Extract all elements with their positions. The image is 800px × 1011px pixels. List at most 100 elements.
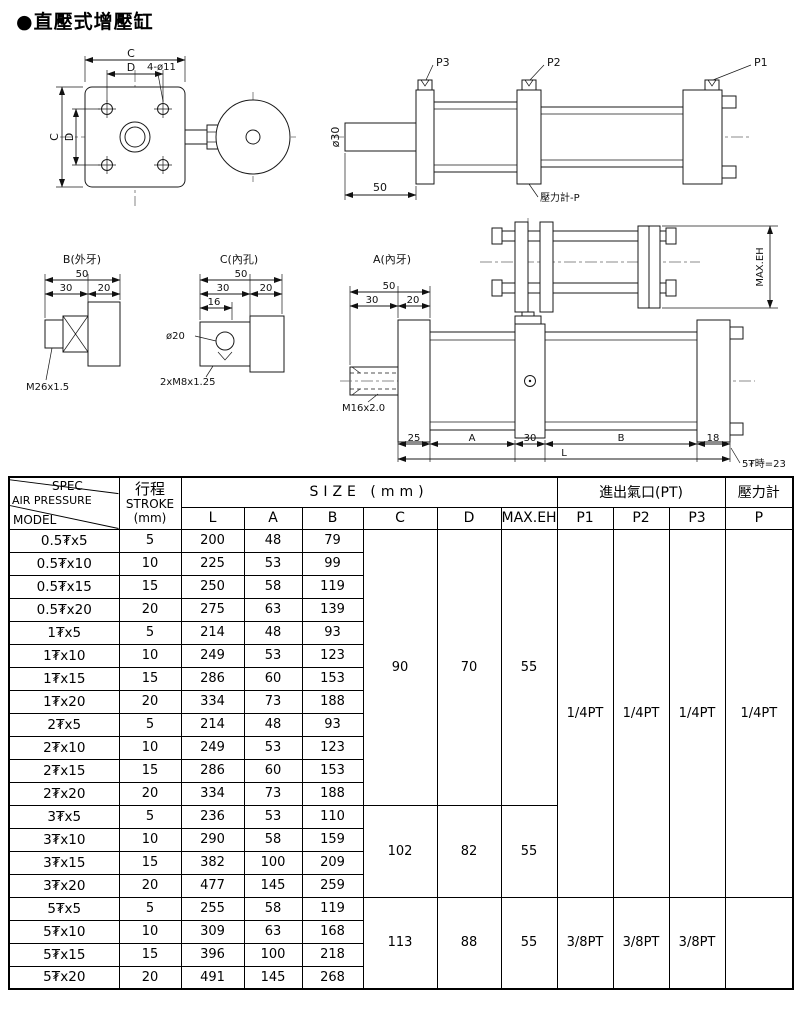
model-cell: 5₮x20: [8, 965, 120, 990]
a-cell: 63: [243, 597, 303, 622]
detail-b-thread-label: M26x1.5: [26, 382, 69, 393]
a-cell: 53: [243, 643, 303, 668]
l-cell: 286: [180, 758, 245, 783]
a-cell: 63: [243, 919, 303, 944]
dim-c-left: C: [48, 133, 61, 141]
l-cell: 275: [180, 597, 245, 622]
a-cell: 53: [243, 735, 303, 760]
l-cell: 214: [180, 620, 245, 645]
model-cell: 0.5₮x20: [8, 597, 120, 622]
l-cell: 309: [180, 919, 245, 944]
pressure-gauge-label: 壓力計-P: [540, 191, 580, 204]
b-cell: 119: [301, 896, 364, 921]
maxeh-cell: 55: [500, 528, 558, 806]
c-cell: 102: [362, 804, 438, 898]
detail-c-dim30: 30: [217, 283, 230, 294]
assembly-view-drawing: MAX.EH 25 A 30 B 18 L 5₮時=23: [340, 218, 786, 470]
model-cell: 3₮x10: [8, 827, 120, 852]
port-p2-label: P2: [547, 56, 561, 69]
header-size: SIZE (mm): [180, 476, 558, 508]
b-cell: 110: [301, 804, 364, 829]
detail-c-dim20: 20: [260, 283, 273, 294]
model-cell: 0.5₮x5: [8, 528, 120, 553]
spec-table: SPEC AIR PRESSURE MODEL 行程 STROKE (mm) S…: [8, 476, 795, 990]
detail-c-title: C(內孔): [220, 253, 258, 266]
detail-c-hole-label: ø20: [166, 331, 185, 342]
col-header-p1: P1: [556, 506, 614, 530]
dim-c-top: C: [127, 47, 135, 60]
detail-c-dim16: 16: [208, 297, 221, 308]
technical-drawings: C D 4-ø11 C D ø30 50 P3: [26, 47, 786, 470]
b-cell: 79: [301, 528, 364, 553]
b-cell: 209: [301, 850, 364, 875]
assembly-dimB: B: [618, 433, 625, 444]
model-cell: 1₮x10: [8, 643, 120, 668]
b-cell: 153: [301, 758, 364, 783]
stroke-cell: 20: [118, 781, 182, 806]
header-stroke-unit: (mm): [133, 511, 167, 526]
b-cell: 93: [301, 712, 364, 737]
model-cell: 3₮x20: [8, 873, 120, 898]
a-cell: 58: [243, 574, 303, 599]
holes-label: 4-ø11: [147, 62, 176, 73]
a-cell: 48: [243, 620, 303, 645]
a-cell: 145: [243, 873, 303, 898]
l-cell: 334: [180, 781, 245, 806]
gauge-cell-empty: [724, 896, 794, 990]
c-cell: 90: [362, 528, 438, 806]
stroke-cell: 10: [118, 735, 182, 760]
c-cell: 113: [362, 896, 438, 990]
a-cell: 100: [243, 850, 303, 875]
p1-cell: 3/8PT: [556, 896, 614, 990]
model-cell: 2₮x15: [8, 758, 120, 783]
model-cell: 2₮x5: [8, 712, 120, 737]
a-cell: 53: [243, 551, 303, 576]
dim-d-left: D: [63, 133, 76, 141]
detail-a-dim20: 20: [407, 295, 420, 306]
assembly-dimA: A: [469, 433, 476, 444]
model-cell: 2₮x20: [8, 781, 120, 806]
d-cell: 82: [436, 804, 502, 898]
maxeh-cell: 55: [500, 804, 558, 898]
b-cell: 119: [301, 574, 364, 599]
detail-a-dim30: 30: [366, 295, 379, 306]
b-cell: 268: [301, 965, 364, 990]
l-cell: 477: [180, 873, 245, 898]
l-cell: 286: [180, 666, 245, 691]
b-cell: 123: [301, 735, 364, 760]
model-cell: 0.5₮x15: [8, 574, 120, 599]
l-cell: 491: [180, 965, 245, 990]
stroke-cell: 5: [118, 804, 182, 829]
l-cell: 334: [180, 689, 245, 714]
b-cell: 218: [301, 942, 364, 967]
a-cell: 58: [243, 827, 303, 852]
p3-cell: 3/8PT: [668, 896, 726, 990]
b-cell: 188: [301, 689, 364, 714]
detail-a-thread-label: M16x2.0: [342, 403, 385, 414]
p2-cell: 1/4PT: [612, 528, 670, 898]
l-cell: 255: [180, 896, 245, 921]
l-cell: 250: [180, 574, 245, 599]
max-eh-label: MAX.EH: [755, 247, 766, 286]
header-stroke-en: STROKE: [125, 497, 175, 512]
l-cell: 236: [180, 804, 245, 829]
port-p3-label: P3: [436, 56, 450, 69]
stroke-cell: 20: [118, 965, 182, 990]
col-header-b: B: [301, 506, 364, 530]
a-cell: 145: [243, 965, 303, 990]
p3-cell: 1/4PT: [668, 528, 726, 898]
stroke-cell: 15: [118, 666, 182, 691]
detail-b-dim30: 30: [60, 283, 73, 294]
detail-b-drawing: B(外牙) 50 30 20 M26x1.5: [26, 253, 121, 393]
detail-b-dim50: 50: [76, 269, 89, 280]
diagonal-header-cell: SPEC AIR PRESSURE MODEL: [8, 476, 120, 530]
